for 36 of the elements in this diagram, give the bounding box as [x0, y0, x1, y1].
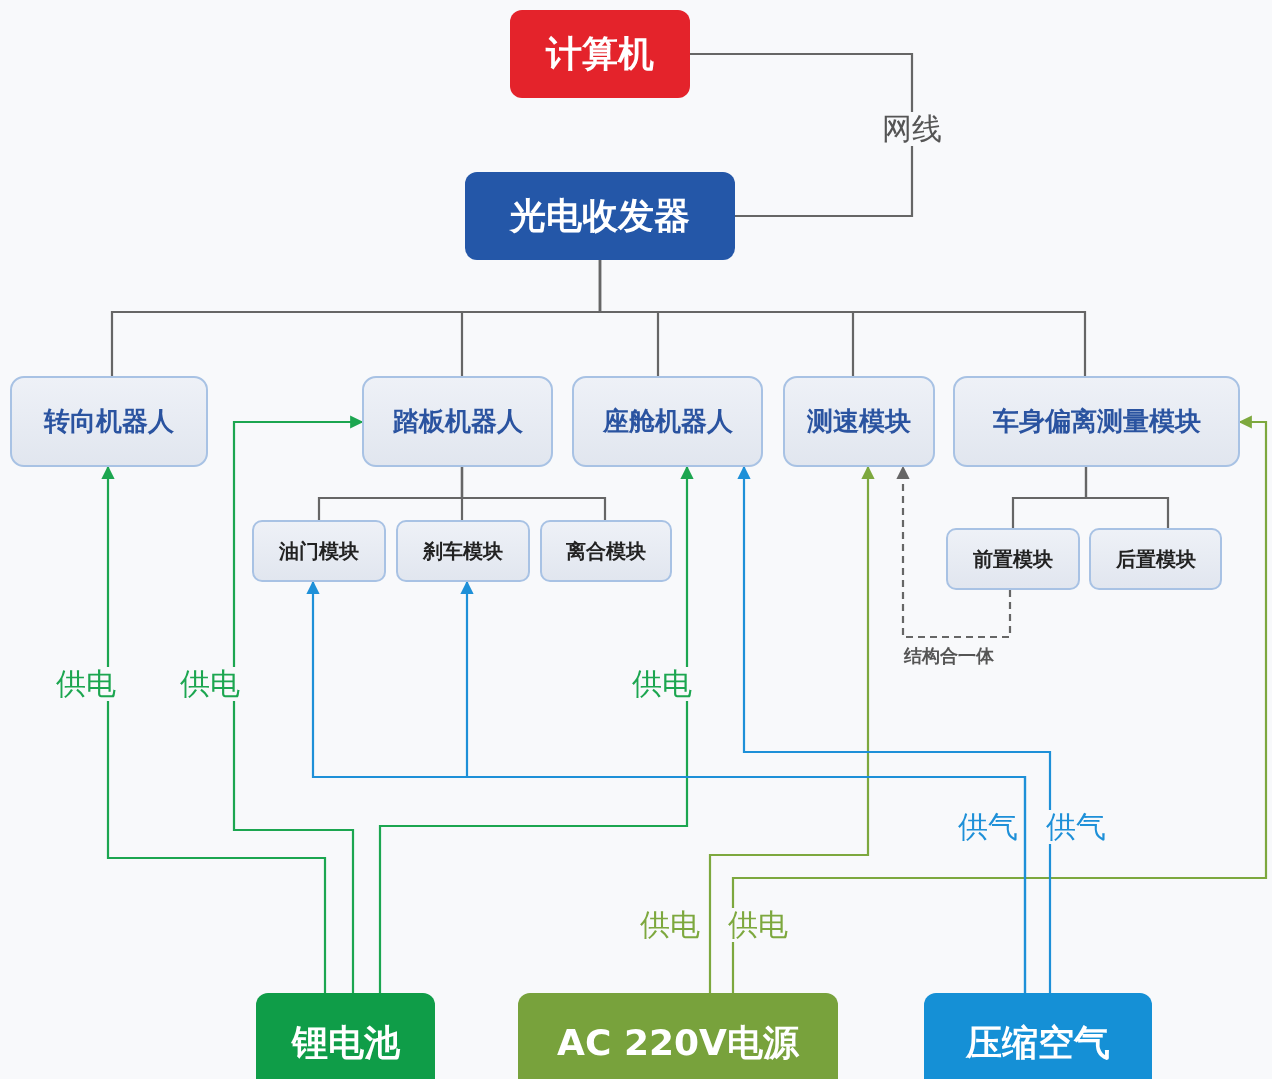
module-box: 踏板机器人 — [362, 376, 553, 467]
arrow — [101, 465, 327, 993]
dashed-arrow — [896, 465, 1012, 639]
connector-line — [598, 260, 1087, 376]
source-box: 压缩空气 — [924, 993, 1152, 1079]
edge-label: 供电 — [180, 667, 240, 701]
arrow — [232, 415, 364, 993]
source-box: AC 220V电源 — [518, 993, 838, 1079]
edge-label: 结构合一体 — [904, 645, 994, 667]
module-box: 离合模块 — [540, 520, 672, 582]
module-box: 后置模块 — [1089, 528, 1222, 590]
connector-line — [460, 467, 607, 520]
edge-label: 供电 — [632, 667, 692, 701]
source-box: 光电收发器 — [465, 172, 735, 260]
source-box: 锂电池 — [256, 993, 435, 1079]
connector-line — [690, 52, 914, 218]
edge-label: 供气 — [1046, 810, 1106, 844]
module-box: 油门模块 — [252, 520, 386, 582]
module-box: 前置模块 — [946, 528, 1080, 590]
edge-label: 供电 — [56, 667, 116, 701]
edge-label: 供电 — [640, 908, 700, 942]
arrow — [460, 580, 1027, 993]
arrow — [378, 465, 694, 993]
edge-label: 网线 — [882, 112, 942, 146]
connector-line — [1084, 467, 1170, 528]
module-box: 车身偏离测量模块 — [953, 376, 1240, 467]
arrow — [708, 465, 875, 993]
arrow — [737, 465, 1052, 993]
arrow — [731, 415, 1268, 993]
source-box: 计算机 — [510, 10, 690, 98]
module-box: 转向机器人 — [10, 376, 208, 467]
module-box: 刹车模块 — [396, 520, 530, 582]
edge-label: 供气 — [958, 810, 1018, 844]
module-box: 测速模块 — [783, 376, 935, 467]
edge-label: 供电 — [728, 908, 788, 942]
module-box: 座舱机器人 — [572, 376, 763, 467]
